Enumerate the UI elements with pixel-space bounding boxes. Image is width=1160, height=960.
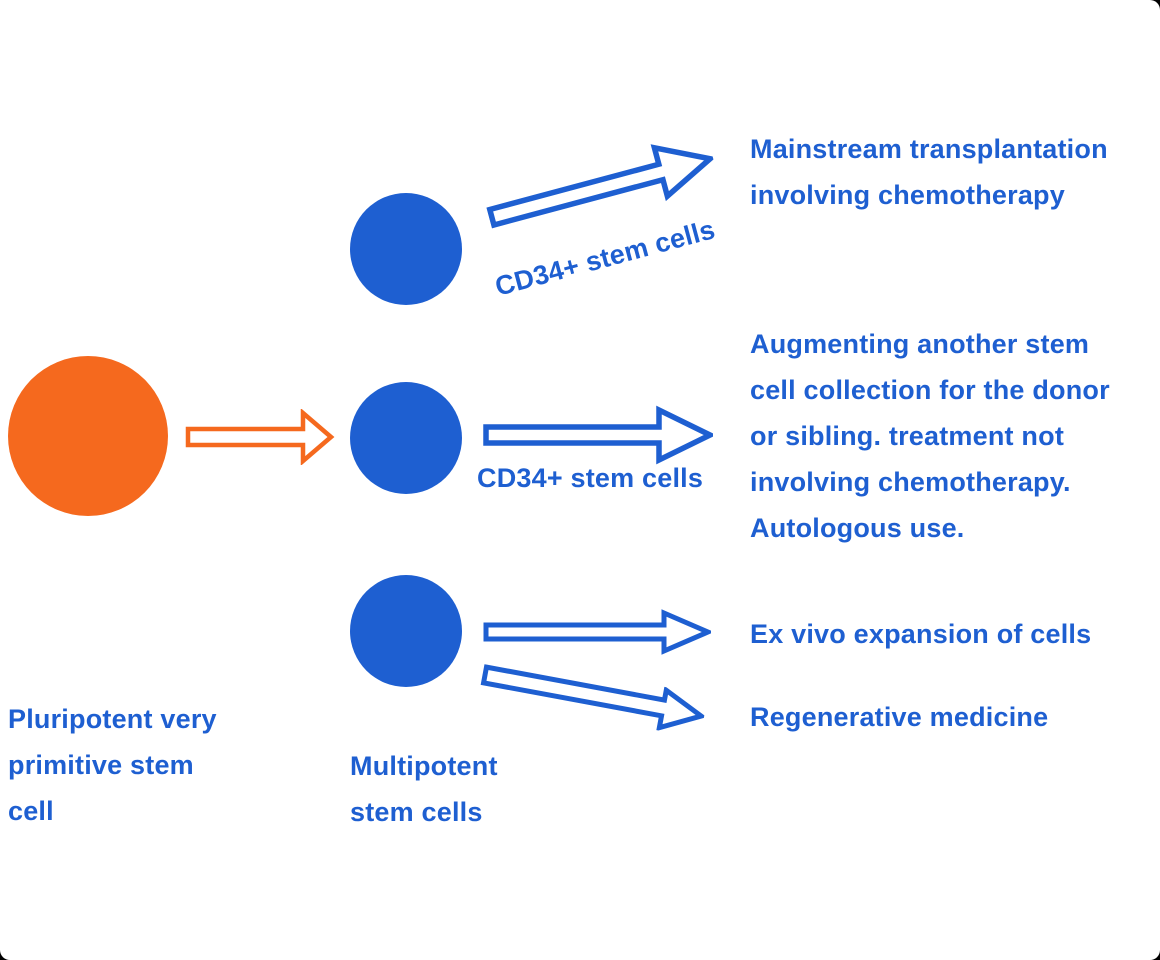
multipotent-cell-circle-top (350, 193, 462, 305)
outcome-augmenting-line: involving chemotherapy. (750, 467, 1071, 497)
multipotent-cell-circle-bottom (350, 575, 462, 687)
outcome-exvivo: Ex vivo expansion of cells (750, 619, 1092, 649)
outcome-mainstream: Mainstream transplantation involving che… (750, 126, 1108, 218)
pluripotent-cell-circle (8, 356, 168, 516)
multipotent-label: Multipotent stem cells (350, 743, 498, 835)
pluripotent-label-line: Pluripotent very (8, 704, 217, 734)
outcome-augmenting-line: Autologous use. (750, 513, 965, 543)
cd34-top-arrow-icon (486, 144, 717, 229)
pluripotent-label-line: cell (8, 796, 54, 826)
outcome-mainstream-line: Mainstream transplantation (750, 134, 1108, 164)
exvivo-arrow-icon (483, 609, 711, 655)
regenerative-arrow-icon (480, 664, 707, 732)
outcome-mainstream-line: involving chemotherapy (750, 180, 1065, 210)
cd34-middle-arrow-icon (483, 405, 713, 465)
outcome-augmenting-line: or sibling. treatment not (750, 421, 1065, 451)
differentiation-arrow-icon (185, 409, 335, 465)
outcome-regenerative: Regenerative medicine (750, 702, 1049, 732)
multipotent-cell-circle-middle (350, 382, 462, 494)
cd34-label-middle: CD34+ stem cells (477, 463, 704, 493)
outcome-augmenting-line: Augmenting another stem (750, 329, 1090, 359)
multipotent-label-line: Multipotent (350, 751, 498, 781)
pluripotent-label-line: primitive stem (8, 750, 194, 780)
pluripotent-label: Pluripotent very primitive stem cell (8, 696, 217, 834)
outcome-augmenting-line: cell collection for the donor (750, 375, 1110, 405)
outcome-augmenting: Augmenting another stem cell collection … (750, 321, 1110, 551)
multipotent-label-line: stem cells (350, 797, 483, 827)
